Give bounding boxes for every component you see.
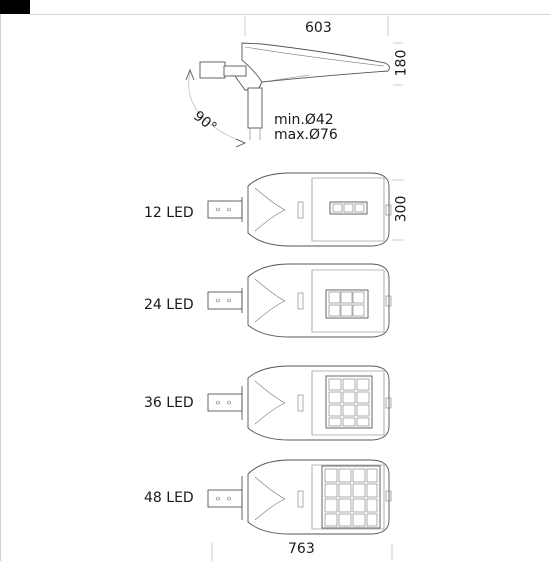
mount-block bbox=[207, 200, 243, 219]
lens-frame bbox=[311, 269, 385, 333]
top-view-36 bbox=[207, 365, 392, 441]
arm-detail bbox=[254, 187, 286, 232]
lens-frame bbox=[311, 370, 385, 436]
pole-max-diameter: max.Ø76 bbox=[274, 127, 338, 143]
housing bbox=[247, 365, 390, 441]
mount-block bbox=[207, 489, 243, 508]
length-dimension: 603 bbox=[305, 20, 332, 36]
led-module bbox=[329, 201, 368, 215]
corner-marker bbox=[0, 0, 30, 14]
led-module bbox=[325, 289, 369, 319]
tilt-arrow-top bbox=[185, 68, 195, 81]
height-dimension: 180 bbox=[393, 49, 410, 77]
side-pole-adapter bbox=[247, 87, 263, 129]
led-module bbox=[325, 375, 373, 429]
arm-detail bbox=[254, 278, 286, 323]
side-mount bbox=[199, 61, 226, 79]
left-rule bbox=[0, 14, 1, 561]
housing bbox=[247, 172, 390, 247]
variant-label-24: 24 LED bbox=[144, 297, 194, 313]
side-housing bbox=[241, 42, 390, 83]
variant-label-48: 48 LED bbox=[144, 490, 194, 506]
lens-frame bbox=[311, 177, 385, 242]
width-dimension: 300 bbox=[393, 195, 410, 223]
mount-block bbox=[207, 291, 243, 310]
variant-label-36: 36 LED bbox=[144, 395, 194, 411]
mount-block bbox=[207, 393, 243, 412]
top-view-12 bbox=[207, 172, 392, 247]
tilt-arc bbox=[188, 71, 246, 144]
arm-detail bbox=[254, 476, 286, 521]
top-view-48 bbox=[207, 459, 392, 535]
lens-frame bbox=[311, 464, 385, 530]
tilt-arrow-bottom bbox=[235, 138, 247, 148]
top-rule bbox=[30, 14, 550, 15]
housing bbox=[247, 459, 390, 535]
top-view-24 bbox=[207, 263, 392, 338]
housing bbox=[247, 263, 390, 338]
side-view bbox=[185, 42, 390, 148]
side-joint bbox=[223, 65, 247, 77]
side-lens-line bbox=[261, 74, 311, 83]
total-length-dimension: 763 bbox=[288, 541, 315, 557]
pole-min-diameter: min.Ø42 bbox=[274, 112, 334, 128]
side-housing-line bbox=[244, 46, 385, 67]
arm-detail bbox=[254, 380, 286, 425]
variant-label-12: 12 LED bbox=[144, 205, 194, 221]
